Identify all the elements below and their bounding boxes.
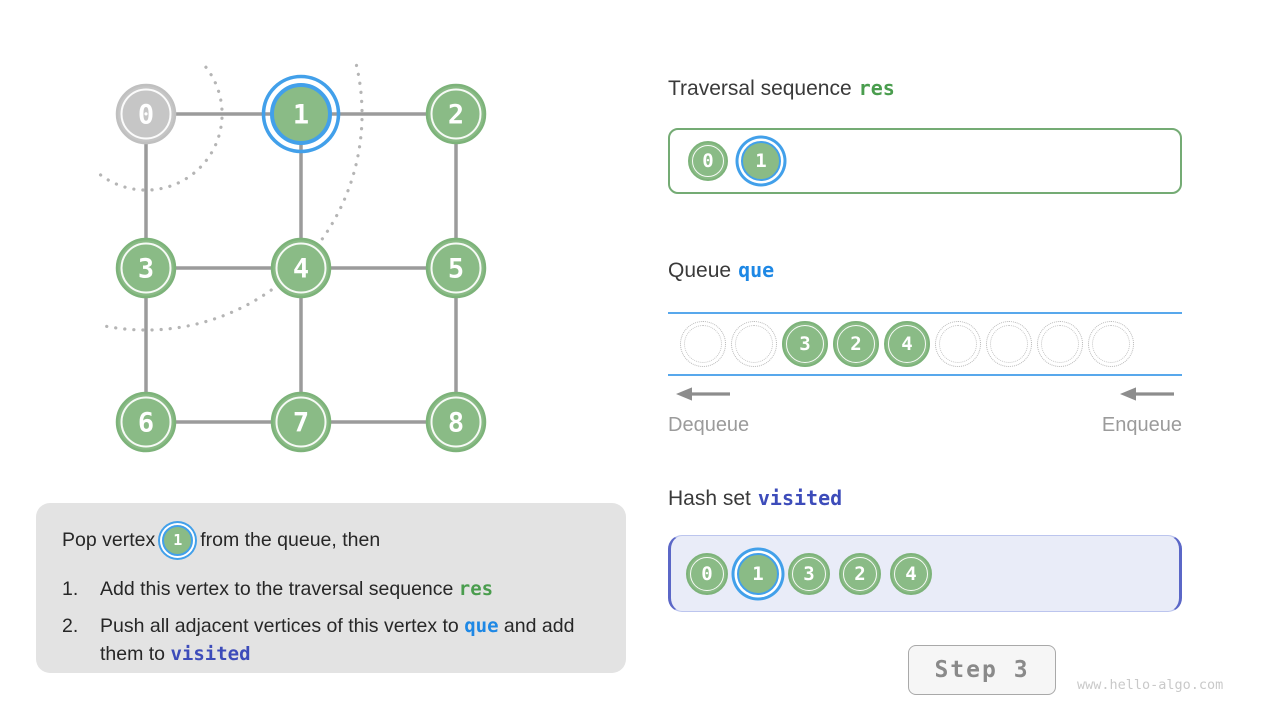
graph-vertex-label: 0 <box>138 100 154 131</box>
graph-vertex-7: 7 <box>270 391 332 453</box>
queue-empty-slot <box>680 321 726 367</box>
queue-empty-slot <box>986 321 1032 367</box>
vertex-chip-0: 0 <box>688 141 728 181</box>
vertex-chip-label: 1 <box>755 150 767 172</box>
vertex-chip-2: 2 <box>839 552 881 595</box>
graph: 0 1 2 3 4 5 6 7 8 <box>97 63 487 453</box>
graph-vertex-label: 4 <box>293 254 309 285</box>
vertex-chip-label: 1 <box>173 531 183 549</box>
visited-title-text: Hash set <box>668 487 751 510</box>
graph-vertex-label: 1 <box>293 100 309 131</box>
graph-vertex-label: 3 <box>138 254 154 285</box>
queue-empty-slot <box>935 321 981 367</box>
queue-title: Queue que <box>668 256 1182 285</box>
vertex-chip-4: 4 <box>890 552 932 595</box>
graph-vertex-4: 4 <box>270 237 332 299</box>
graph-vertex-label: 8 <box>448 408 464 439</box>
step-indicator: Step 3 <box>908 645 1056 695</box>
code-token-visited: visited <box>170 643 251 665</box>
queue-strip: 3 2 4 <box>668 312 1182 376</box>
note-intro: Pop vertex 1 from the queue, then <box>62 519 602 561</box>
graph-vertex-label: 2 <box>448 100 464 131</box>
queue-empty-slot <box>1088 321 1134 367</box>
graph-vertex-0: 0 <box>115 83 177 145</box>
vertex-chip-4: 4 <box>884 321 930 367</box>
note-intro-after: from the queue, then <box>200 528 381 551</box>
note-text-segment: and add them to <box>100 615 575 665</box>
vertex-chip-label: 0 <box>702 150 714 172</box>
graph-vertex-2: 2 <box>425 83 487 145</box>
note-item-number: 2. <box>62 615 79 637</box>
vertex-chip-label: 3 <box>803 562 815 585</box>
note-list-item: 1. Add this vertex to the traversal seque… <box>62 575 602 603</box>
bfs-wavefront-arc <box>99 63 364 332</box>
traversal-title-text: Traversal sequence <box>668 77 852 100</box>
code-token-que: que <box>464 615 499 637</box>
queue-empty-slot <box>731 321 777 367</box>
vertex-chip-3: 3 <box>782 321 828 367</box>
graph-vertex-5: 5 <box>425 237 487 299</box>
vertex-chip-1: 1 <box>741 141 781 181</box>
queue-arrows <box>668 386 1182 402</box>
vertex-chip-1: 1 <box>737 552 779 595</box>
vertex-chip-label: 1 <box>752 562 764 585</box>
vertex-chip-label: 3 <box>799 333 811 355</box>
graph-vertex-1: 1 <box>261 74 341 154</box>
vertex-chip-label: 2 <box>854 562 866 585</box>
note-item-text: Add this vertex to the traversal sequenc… <box>100 575 493 603</box>
dequeue-arrow-icon <box>676 387 730 401</box>
vertex-chip-label: 4 <box>901 333 913 355</box>
bfs-wavefront-arc <box>97 65 224 192</box>
vertex-chip-label: 0 <box>701 562 713 585</box>
graph-vertex-6: 6 <box>115 391 177 453</box>
note-text-segment: Push all adjacent vertices of this verte… <box>100 615 465 637</box>
dequeue-label: Dequeue <box>668 414 750 436</box>
visited-set-box: 0 1 3 2 4 <box>668 535 1182 612</box>
graph-vertex-label: 5 <box>448 254 464 285</box>
watermark: www.hello-algo.com <box>1077 677 1224 693</box>
vertex-chip-0: 0 <box>686 552 728 595</box>
visited-set-section: Hash set visited 0 1 3 2 4 <box>668 484 1182 612</box>
queue-section: Queue que 3 2 4 Dequeue Enqueue <box>668 256 1182 437</box>
visited-set-title: Hash set visited <box>668 484 1182 513</box>
vertex-chip-3: 3 <box>788 552 830 595</box>
queue-labels: Dequeue Enqueue <box>668 414 1182 437</box>
graph-vertex-label: 7 <box>293 408 309 439</box>
code-token-res: res <box>458 578 494 600</box>
note-list: 1. Add this vertex to the traversal seque… <box>62 575 602 668</box>
traversal-sequence-title: Traversal sequence res <box>668 74 1182 103</box>
note-item-text: Push all adjacent vertices of this verte… <box>100 612 602 668</box>
enqueue-arrow-icon <box>1120 387 1174 401</box>
enqueue-label: Enqueue <box>1101 414 1182 436</box>
queue-code-name: que <box>738 258 775 282</box>
queue-title-text: Queue <box>668 259 732 282</box>
note-text-segment: Add this vertex to the traversal sequenc… <box>100 578 459 600</box>
current-vertex-chip: 1 <box>162 524 194 556</box>
queue-empty-slot <box>1037 321 1083 367</box>
note-item-number: 1. <box>62 578 79 600</box>
vertex-chip-label: 2 <box>850 333 862 355</box>
note-list-item: 2. Push all adjacent vertices of this ver… <box>62 612 602 668</box>
note-intro-before: Pop vertex <box>62 528 156 551</box>
graph-vertex-3: 3 <box>115 237 177 299</box>
traversal-code-name: res <box>858 76 895 100</box>
graph-vertex-8: 8 <box>425 391 487 453</box>
graph-vertex-label: 6 <box>138 408 154 439</box>
vertex-chip-label: 4 <box>905 562 917 585</box>
explanation-box: Pop vertex 1 from the queue, then 1. Add … <box>36 503 626 673</box>
vertex-chip-2: 2 <box>833 321 879 367</box>
visited-code-name: visited <box>757 486 843 510</box>
